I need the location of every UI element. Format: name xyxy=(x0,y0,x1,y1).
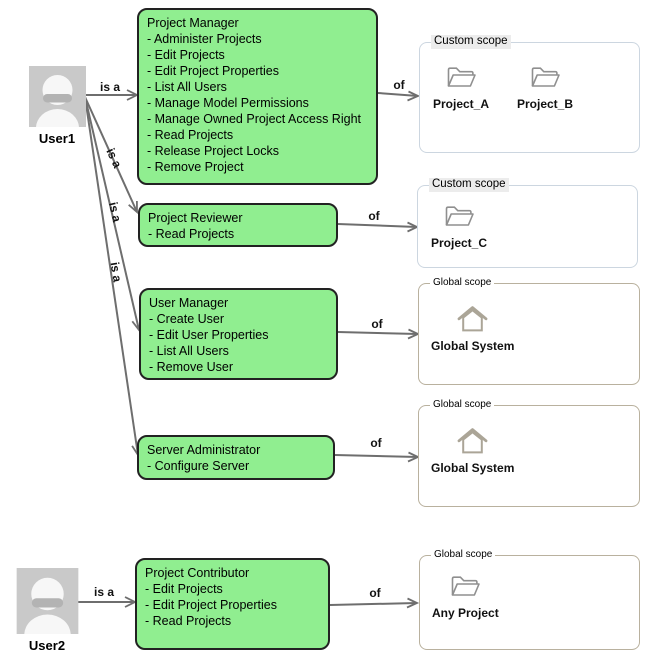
scope-items: Project_C xyxy=(418,186,637,250)
edge-user1-user-manager xyxy=(84,96,140,331)
role-title: Project Reviewer xyxy=(148,211,243,225)
edge-project-contributor-scope xyxy=(329,602,418,606)
folder-icon xyxy=(451,576,480,596)
edge-user1-project-reviewer xyxy=(84,96,138,213)
scope-items: Any Project xyxy=(420,556,639,620)
scope-item-global-system: Global System xyxy=(431,304,514,353)
permission-item: - Configure Server xyxy=(147,459,250,473)
scope-item-project-a: Project_A xyxy=(432,63,490,111)
scope-item-global-system: Global System xyxy=(431,426,514,475)
scope-item-label: Global System xyxy=(431,461,515,475)
scope-label: Custom scope xyxy=(429,178,509,192)
scope-item-any-project: Any Project xyxy=(432,572,499,620)
role-title: Project Manager xyxy=(147,16,239,30)
scope-item-label: Global System xyxy=(431,339,515,353)
scope-items: Global System xyxy=(419,406,639,475)
arrowhead-icon xyxy=(128,200,138,214)
scope-item-label: Project_C xyxy=(430,236,488,250)
edge-label-of: of xyxy=(369,586,381,600)
user1-node: User1 xyxy=(20,66,94,146)
role-project-reviewer: Project Reviewer - Read Projects xyxy=(138,203,338,247)
edge-label-of: of xyxy=(393,78,405,92)
edge-label-of: of xyxy=(371,317,383,331)
scope-item-label: Project_A xyxy=(432,97,490,111)
user-avatar-icon xyxy=(28,66,86,127)
permission-item: - Remove User xyxy=(149,360,234,374)
edge-label-of: of xyxy=(370,436,382,450)
scope-items: Project_A Project_B xyxy=(420,43,639,111)
scope-label: Custom scope xyxy=(431,35,511,49)
user-avatar-icon xyxy=(16,568,78,634)
scope-global-system-2: Global scope Global System xyxy=(418,399,640,507)
home-icon xyxy=(457,428,488,454)
scope-item-project-b: Project_B xyxy=(516,63,574,111)
permission-item: - Manage Model Permissions xyxy=(147,96,309,110)
user2-label: User2 xyxy=(28,638,66,653)
scope-item-label: Any Project xyxy=(432,606,499,620)
permission-item: - Edit Projects xyxy=(147,48,225,62)
edge-server-administrator-scope xyxy=(334,454,419,458)
role-user-manager: User Manager - Create User - Edit User P… xyxy=(139,288,338,380)
role-project-contributor: Project Contributor - Edit Projects - Ed… xyxy=(135,558,330,650)
edge-label-is-a: is a xyxy=(107,261,125,283)
edge-user1-server-administrator xyxy=(84,96,139,456)
arrowhead-icon xyxy=(406,597,420,609)
folder-icon xyxy=(445,206,474,226)
scope-label: Global scope xyxy=(430,399,495,411)
scope-item-project-c: Project_C xyxy=(430,202,488,250)
permission-item: - Release Project Locks xyxy=(147,144,280,158)
edge-label-is-a: is a xyxy=(99,80,121,94)
role-server-administrator: Server Administrator - Configure Server xyxy=(137,435,335,480)
permission-item: - List All Users xyxy=(147,80,227,94)
folder-icon xyxy=(447,67,476,87)
permission-item: - Manage Owned Project Access Right xyxy=(147,112,361,126)
permission-item: - List All Users xyxy=(149,344,229,358)
edge-project-reviewer-scope xyxy=(337,223,418,228)
scope-global-any-project: Global scope Any Project xyxy=(419,549,640,650)
edge-project-manager-scope xyxy=(377,92,419,97)
edge-user-manager-scope xyxy=(337,331,419,335)
permission-item: - Read Projects xyxy=(148,227,235,241)
home-icon xyxy=(457,306,488,332)
scope-item-label: Project_B xyxy=(516,97,574,111)
role-project-manager: Project Manager - Administer Projects - … xyxy=(137,8,378,185)
permission-item: - Edit Project Properties xyxy=(147,64,279,78)
permission-item: - Edit Project Properties xyxy=(145,598,277,612)
permission-item: - Edit Projects xyxy=(145,582,223,596)
scope-label: Global scope xyxy=(431,549,496,561)
permission-item: - Administer Projects xyxy=(147,32,262,46)
arrowhead-icon xyxy=(407,90,421,102)
permission-item: - Create User xyxy=(149,312,225,326)
role-title: User Manager xyxy=(149,296,229,310)
scope-custom-projects-ab: Custom scope Project_A Project_B xyxy=(419,35,640,153)
folder-icon xyxy=(531,67,560,87)
permission-item: - Remove Project xyxy=(147,160,244,174)
scope-custom-project-c: Custom scope Project_C xyxy=(417,178,638,268)
user2-node: User2 xyxy=(12,568,82,653)
edge-label-of: of xyxy=(368,209,380,223)
permission-item: - Read Projects xyxy=(145,614,232,628)
role-title: Server Administrator xyxy=(147,443,261,457)
scope-label: Global scope xyxy=(430,277,495,289)
role-title: Project Contributor xyxy=(145,566,250,580)
edge-label-is-a: is a xyxy=(93,585,115,599)
scope-items: Global System xyxy=(419,284,639,353)
permission-item: - Read Projects xyxy=(147,128,234,142)
scope-global-system-1: Global scope Global System xyxy=(418,277,640,385)
permission-item: - Edit User Properties xyxy=(149,328,269,342)
user1-label: User1 xyxy=(38,131,76,146)
